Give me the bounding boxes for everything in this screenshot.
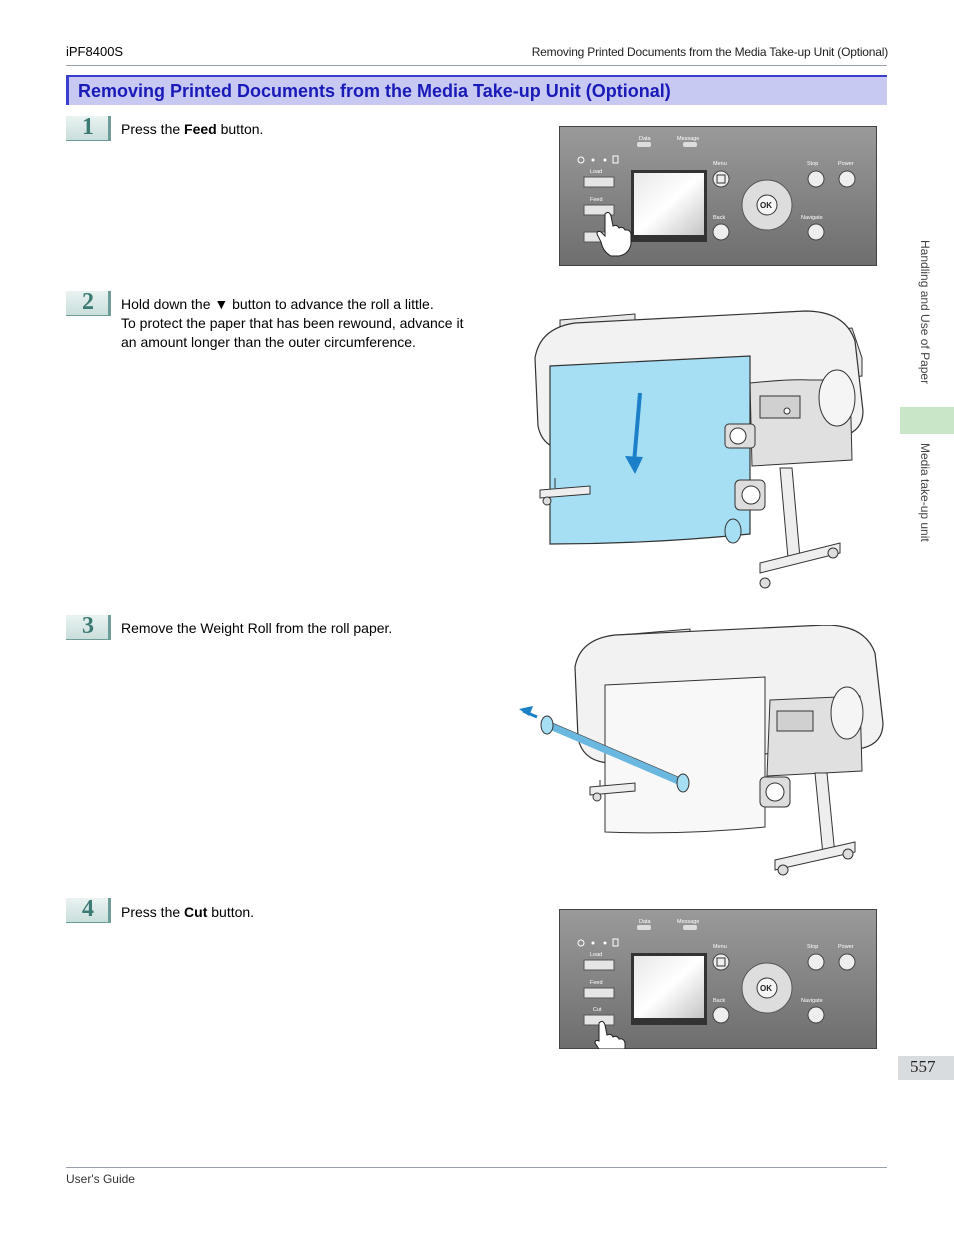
svg-text:Back: Back: [713, 998, 725, 1004]
svg-text:Menu: Menu: [713, 161, 727, 167]
section-title-bar: Removing Printed Documents from the Medi…: [66, 75, 887, 105]
svg-text:Message: Message: [677, 136, 699, 142]
svg-text:Power: Power: [838, 161, 854, 167]
svg-text:Load: Load: [590, 169, 602, 175]
step-3-text: Remove the Weight Roll from the roll pap…: [121, 620, 393, 636]
svg-text:Load: Load: [590, 952, 602, 958]
svg-text:Power: Power: [838, 944, 854, 950]
side-tab-marker: [900, 407, 954, 434]
control-panel-cut-illustration: Data Message Load Feed Cut Menu OK Stop …: [559, 909, 877, 1049]
header-model: iPF8400S: [66, 44, 124, 59]
svg-text:Back: Back: [713, 215, 725, 221]
section-title: Removing Printed Documents from the Medi…: [78, 81, 671, 101]
svg-text:Stop: Stop: [807, 161, 818, 167]
step-2-text: Hold down the ▼ button to advance the ro…: [121, 296, 464, 350]
printer-remove-weight-roll-illustration: [519, 625, 884, 876]
page-number: 557: [910, 1057, 936, 1076]
footer-rule: [66, 1167, 887, 1168]
svg-text:Cut: Cut: [593, 1007, 602, 1013]
svg-text:Feed: Feed: [590, 197, 603, 203]
side-tab-chapter: Handling and Use of Paper: [918, 240, 932, 385]
svg-text:Navigate: Navigate: [801, 998, 823, 1004]
svg-text:Data: Data: [639, 919, 652, 925]
step-2-number: 2: [66, 289, 111, 316]
svg-text:Stop: Stop: [807, 944, 818, 950]
svg-text:Data: Data: [639, 136, 652, 142]
printer-advance-paper-illustration: [534, 310, 864, 589]
svg-text:Navigate: Navigate: [801, 215, 823, 221]
step-1-number: 1: [66, 114, 111, 141]
svg-text:Menu: Menu: [713, 944, 727, 950]
control-panel-feed-illustration: Data Message Load Feed Menu OK Stop Powe…: [559, 126, 877, 266]
svg-text:Feed: Feed: [590, 980, 603, 986]
svg-text:OK: OK: [760, 201, 772, 210]
footer-guide-title: User's Guide: [66, 1172, 135, 1186]
svg-text:OK: OK: [760, 984, 772, 993]
step-1-text: Press the Feed button.: [121, 121, 264, 137]
side-tab-section: Media take-up unit: [918, 443, 932, 542]
step-3-number: 3: [66, 613, 111, 640]
header-rule: [66, 65, 887, 66]
step-4-number: 4: [66, 896, 111, 923]
header-section: Removing Printed Documents from the Medi…: [531, 45, 888, 59]
step-4-text: Press the Cut button.: [121, 904, 255, 920]
svg-text:Message: Message: [677, 919, 699, 925]
page-number-box: 557: [898, 1056, 954, 1080]
